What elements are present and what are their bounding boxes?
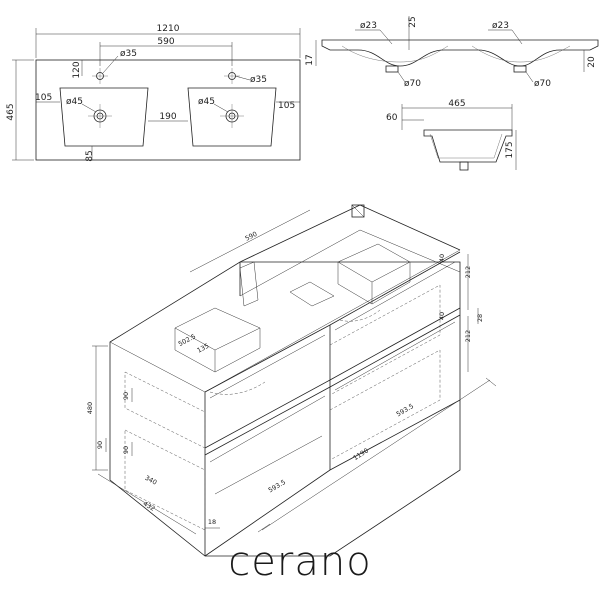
waste-right-label: ø70 [534,79,551,89]
cab-dim-drawer-gap-top: 90 [122,392,130,400]
front-section: ø23 ø23 25 17 20 ø70 ø70 [305,16,599,89]
dim-depth: 465 [6,103,16,120]
dim-top-offset: 25 [408,16,418,27]
cab-dim-height-side-1: 212 [464,266,472,278]
dim-edge-right: 105 [278,101,295,111]
drain-left-label: ø45 [66,97,83,107]
upper-drawer-top [204,251,461,393]
overflow-right-label: ø23 [492,21,509,31]
cab-dim-drawer-width-1: 593.5 [267,478,287,494]
upper-drawer-bottom [204,307,461,449]
cab-dim-gap-1: 40 [438,254,446,262]
faucet-hole-left-label: ø35 [120,49,137,59]
basin-section-profile [321,39,599,67]
top-view: 1210 590 465 120 ø35 ø35 ø45 [6,24,301,162]
basin-side-profile [423,129,513,163]
cab-dim-inner-2: 135 [196,342,211,355]
side-dim-height: 175 [505,141,515,158]
cab-dim-panel: 18 [208,518,216,526]
lower-drawer-top [204,314,461,456]
cab-dim-height-side-2: 212 [464,330,472,342]
dim-edge-left: 105 [35,93,52,103]
side-dim-rim: 60 [386,113,398,123]
top-back-edge [239,204,361,263]
siphon-cutout-right [337,243,411,283]
side-section: 465 60 175 [386,99,517,171]
dim-front-offset: 85 [85,150,95,161]
wall-bracket [351,204,365,218]
drain-right-label: ø45 [198,97,215,107]
brand-logo: cerano [228,539,371,585]
side-waste [459,161,469,171]
dim-drain-height: 20 [587,56,597,68]
cab-dim-side-offset: 28 [476,314,484,322]
cab-dim-top-width: 590 [244,230,259,243]
cabinet-isometric: 590 502.5 135 90 90 480 90 212 212 40 40… [86,204,497,557]
side-dim-depth: 465 [448,99,465,109]
cab-dim-total-height: 480 [86,402,94,414]
dim-width: 1210 [157,24,180,34]
dim-basin-gap: 190 [159,112,176,122]
cabinet-body [109,261,461,557]
basin-left [59,87,149,147]
top-right-edge [359,204,461,251]
cab-dim-drawer-gap-bottom: 90 [122,446,130,454]
dim-basin-spacing: 590 [157,37,174,47]
cab-dim-drawer-width-2: 593.5 [395,402,415,418]
top-view-outline [35,59,301,161]
waste-left-label: ø70 [404,79,421,89]
basin-right [187,87,277,147]
lower-drawer-bottom [204,399,461,557]
faucet-hole-right-label: ø35 [250,75,267,85]
dim-faucet-offset: 120 [72,61,82,78]
cab-dim-lower-gap: 90 [96,441,104,449]
cab-dim-inner-1: 502.5 [177,332,197,348]
dim-rim-height: 17 [305,54,315,65]
waste-pipe-left [385,65,399,73]
overflow-left-label: ø23 [360,21,377,31]
cab-dim-gap-2: 40 [438,312,446,320]
waste-pipe-right [513,65,527,73]
cab-dim-total-width: 1190 [352,446,370,462]
cab-dim-depth: 432 [142,500,157,513]
cab-dim-inner-depth: 340 [144,474,159,487]
